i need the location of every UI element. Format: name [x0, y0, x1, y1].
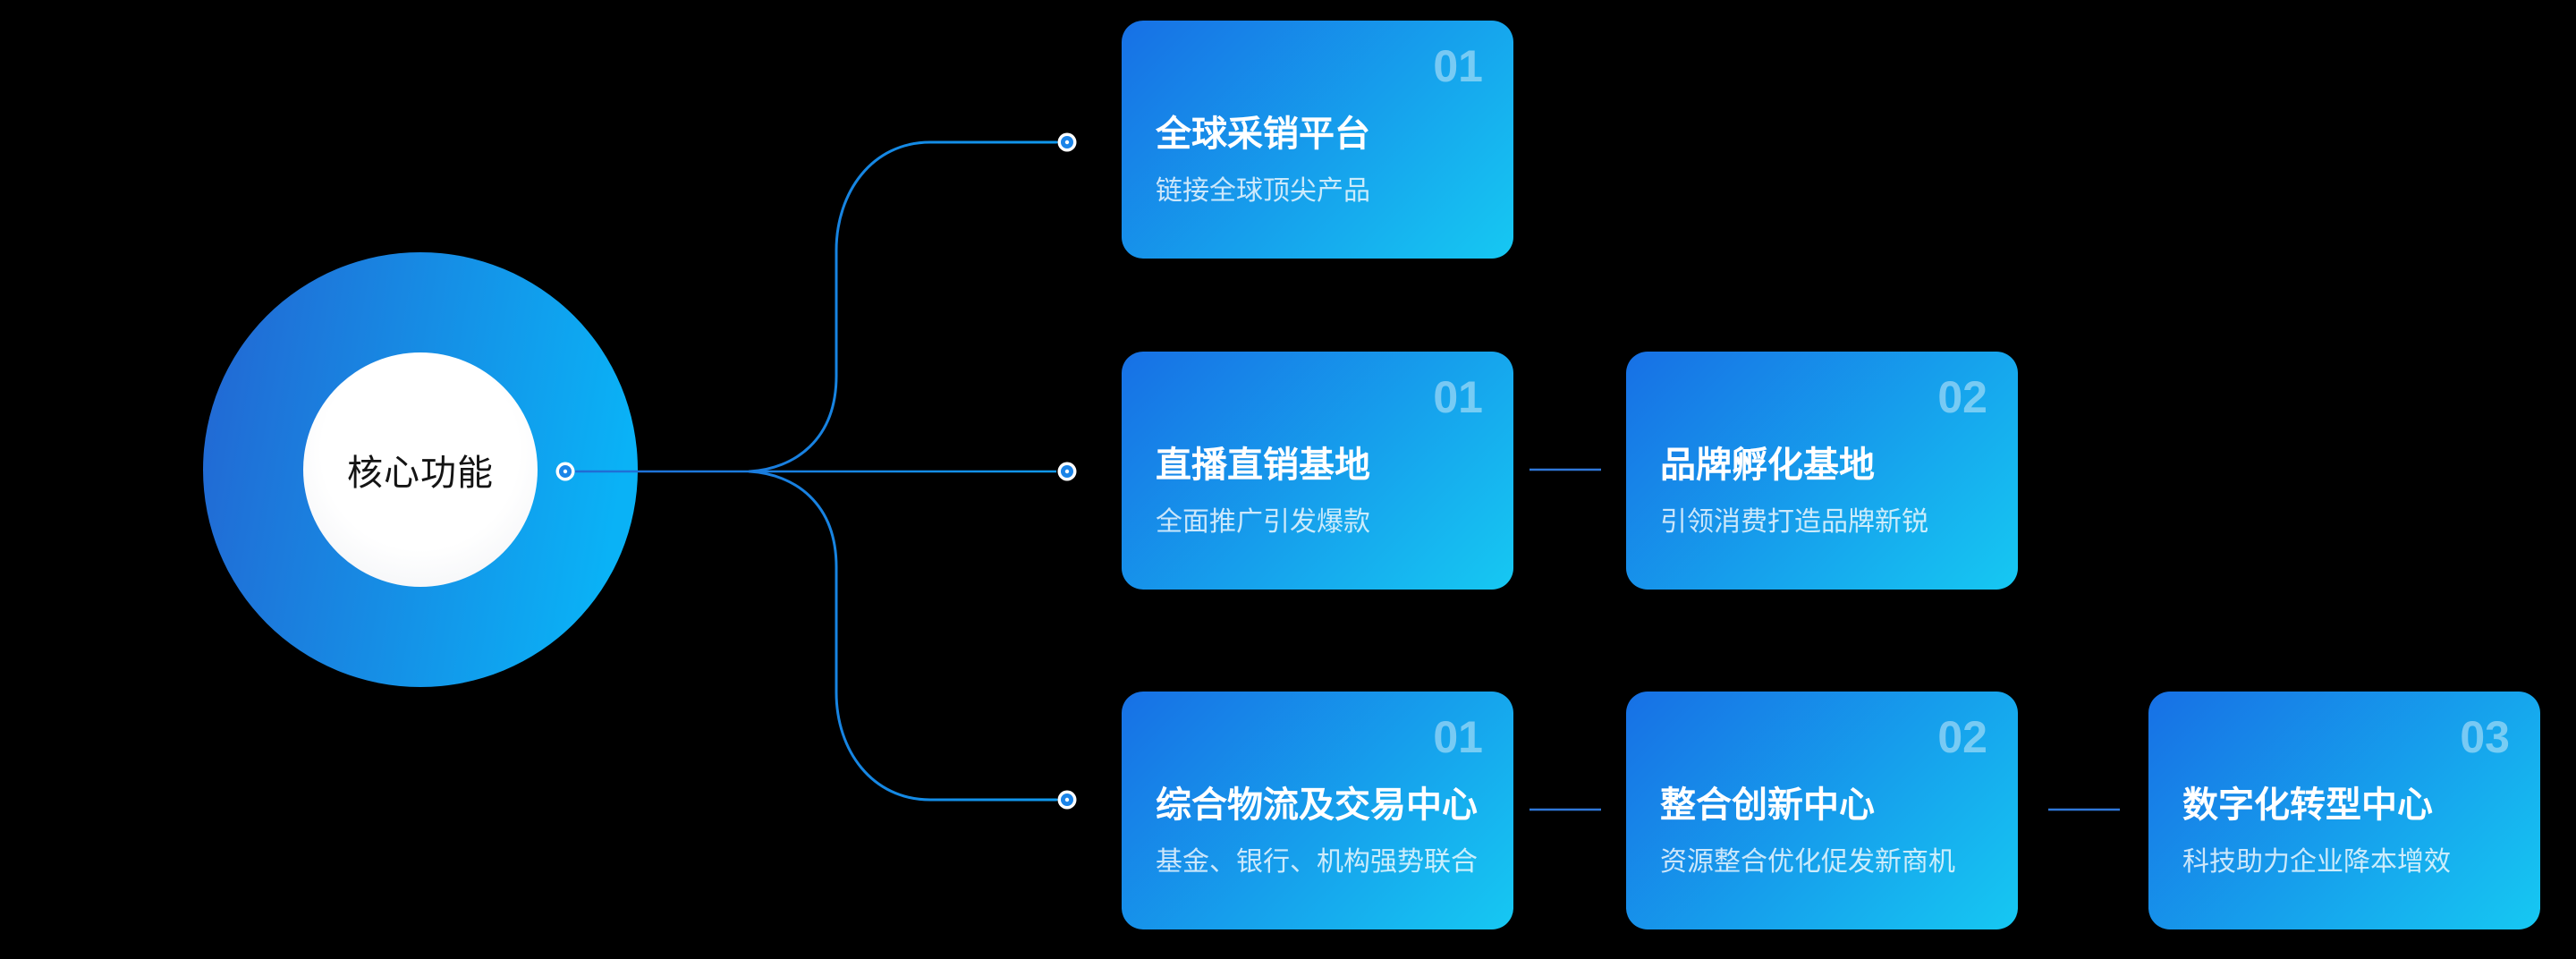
- card-title: 直播直销基地: [1156, 446, 1370, 485]
- card-number: 03: [2460, 712, 2510, 762]
- card-title: 整合创新中心: [1660, 785, 1875, 825]
- card-title: 综合物流及交易中心: [1156, 785, 1478, 825]
- card-digital-transformation-center: 03 数字化转型中心 科技助力企业降本增效: [2148, 692, 2540, 929]
- card-subtitle: 引领消费打造品牌新锐: [1660, 507, 1928, 537]
- card-logistics-trading-center: 01 综合物流及交易中心 基金、银行、机构强势联合: [1122, 692, 1513, 929]
- card-live-streaming-base: 01 直播直销基地 全面推广引发爆款: [1122, 352, 1513, 590]
- card-subtitle: 基金、银行、机构强势联合: [1156, 847, 1478, 877]
- card-title: 数字化转型中心: [2182, 785, 2433, 825]
- card-subtitle: 全面推广引发爆款: [1156, 507, 1370, 537]
- branch-node-dot-middle-icon: [1057, 462, 1077, 481]
- card-integrated-innovation-center: 02 整合创新中心 资源整合优化促发新商机: [1626, 692, 2018, 929]
- branch-node-dot-bottom-icon: [1057, 790, 1077, 810]
- hub-node-dot-icon: [555, 462, 575, 481]
- card-brand-incubation-base: 02 品牌孵化基地 引领消费打造品牌新锐: [1626, 352, 2018, 590]
- branch-line-top: [748, 140, 1058, 473]
- card-subtitle: 链接全球顶尖产品: [1156, 176, 1370, 206]
- branch-line-bottom: [748, 470, 1058, 802]
- card-number: 02: [1937, 712, 1987, 762]
- card-title: 品牌孵化基地: [1660, 446, 1875, 485]
- card-subtitle: 资源整合优化促发新商机: [1660, 847, 1955, 877]
- card-number: 01: [1433, 41, 1483, 91]
- card-number: 02: [1937, 372, 1987, 422]
- hub-label: 核心功能: [347, 454, 494, 493]
- card-title: 全球采销平台: [1156, 115, 1370, 154]
- branch-node-dot-top-icon: [1057, 132, 1077, 152]
- card-subtitle: 科技助力企业降本增效: [2182, 847, 2451, 877]
- hub-inner-circle: 核心功能: [303, 352, 538, 587]
- card-number: 01: [1433, 712, 1483, 762]
- card-global-procurement: 01 全球采销平台 链接全球顶尖产品: [1122, 21, 1513, 259]
- card-number: 01: [1433, 372, 1483, 422]
